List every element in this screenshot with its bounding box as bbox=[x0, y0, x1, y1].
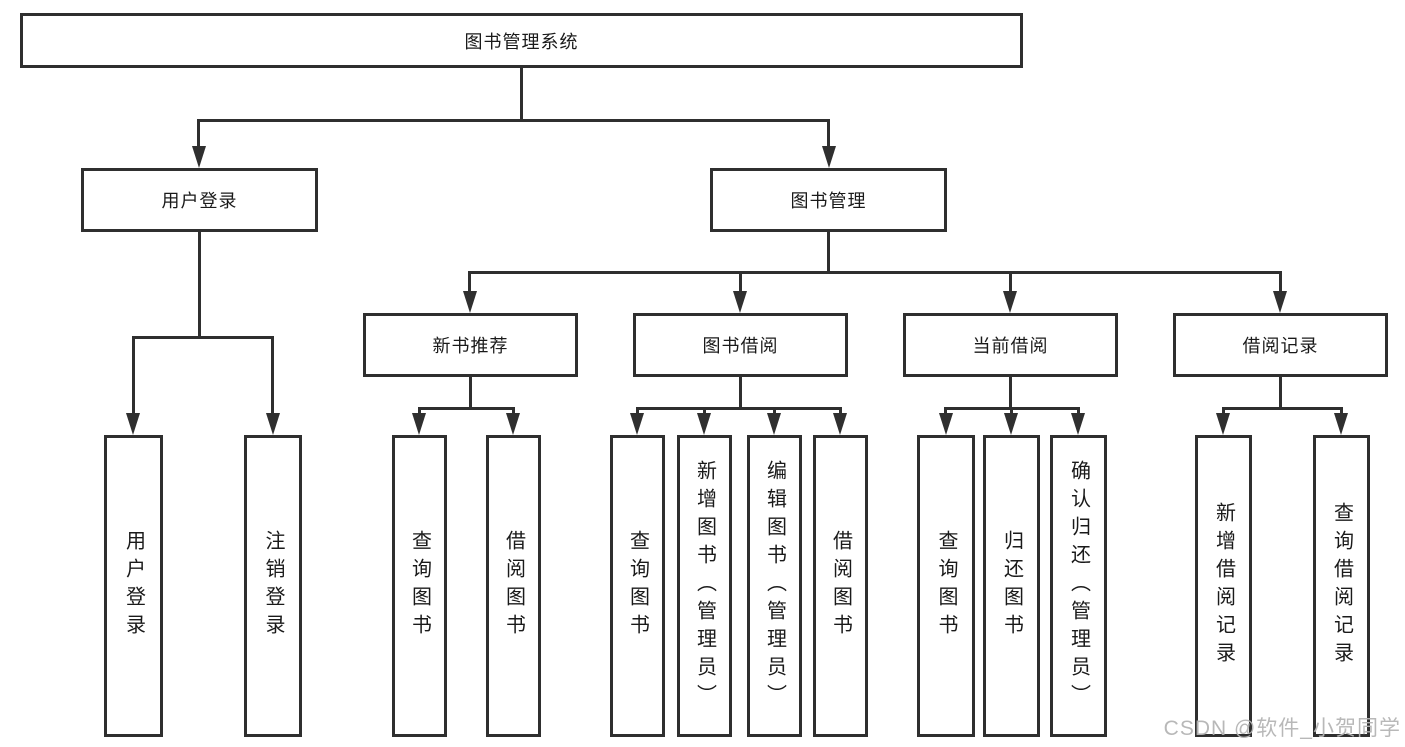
connector-line bbox=[1009, 271, 1012, 295]
leaf-records-add-record: 新增借阅记录 bbox=[1195, 435, 1252, 737]
csdn-watermark: CSDN @软件_小贺同学 bbox=[1163, 717, 1401, 740]
connector-line bbox=[636, 407, 639, 417]
node-current-borrowing: 当前借阅 bbox=[903, 313, 1118, 377]
node-book-borrowing-label: 图书借阅 bbox=[702, 336, 779, 356]
node-user-login: 用户登录 bbox=[81, 168, 318, 232]
arrowhead-down-icon bbox=[630, 413, 644, 435]
leaf-recommend-query-books-label: 查询图书 bbox=[408, 530, 431, 642]
arrowhead-down-icon bbox=[822, 146, 836, 168]
connector-line bbox=[1279, 377, 1282, 410]
arrowhead-down-icon bbox=[1004, 413, 1018, 435]
node-book-management-label: 图书管理 bbox=[790, 191, 867, 211]
connector-line bbox=[739, 377, 742, 410]
leaf-user-login-label: 用户登录 bbox=[122, 530, 145, 642]
connector-line bbox=[773, 407, 776, 417]
leaf-recommend-borrow-books: 借阅图书 bbox=[486, 435, 541, 737]
arrowhead-down-icon bbox=[1216, 413, 1230, 435]
leaf-borrow-query-books: 查询图书 bbox=[610, 435, 665, 737]
node-new-book-recommend-label: 新书推荐 bbox=[432, 336, 509, 356]
arrowhead-down-icon bbox=[1273, 291, 1287, 313]
connector-line bbox=[703, 407, 706, 417]
node-root-label: 图书管理系统 bbox=[464, 31, 579, 52]
leaf-borrow-add-books-admin: 新增图书（管理员） bbox=[677, 435, 732, 737]
leaf-recommend-borrow-books-label: 借阅图书 bbox=[502, 530, 525, 642]
connector-line bbox=[197, 119, 830, 122]
leaf-borrow-edit-books-admin-label: 编辑图书（管理员） bbox=[763, 460, 786, 712]
node-user-login-label: 用户登录 bbox=[161, 191, 238, 211]
leaf-borrow-query-books-label: 查询图书 bbox=[626, 530, 649, 642]
leaf-current-query-books-label: 查询图书 bbox=[935, 530, 957, 642]
leaf-borrow-edit-books-admin: 编辑图书（管理员） bbox=[747, 435, 802, 737]
arrowhead-down-icon bbox=[733, 291, 747, 313]
leaf-current-return-books-label: 归还图书 bbox=[1000, 530, 1023, 642]
arrowhead-down-icon bbox=[1003, 291, 1017, 313]
connector-line bbox=[418, 407, 515, 410]
arrowhead-down-icon bbox=[833, 413, 847, 435]
connector-line bbox=[1010, 407, 1013, 417]
connector-line bbox=[839, 407, 842, 417]
arrowhead-down-icon bbox=[697, 413, 711, 435]
connector-line bbox=[197, 119, 200, 149]
connector-line bbox=[739, 271, 742, 295]
arrowhead-down-icon bbox=[126, 413, 140, 435]
connector-line bbox=[468, 271, 471, 295]
node-borrow-records: 借阅记录 bbox=[1173, 313, 1388, 377]
leaf-user-login: 用户登录 bbox=[104, 435, 163, 737]
leaf-recommend-query-books: 查询图书 bbox=[392, 435, 447, 737]
connector-line bbox=[827, 119, 830, 149]
node-current-borrowing-label: 当前借阅 bbox=[972, 336, 1049, 356]
connector-line bbox=[271, 336, 274, 416]
leaf-borrow-borrow-books: 借阅图书 bbox=[813, 435, 868, 737]
leaf-records-query-record-label: 查询借阅记录 bbox=[1330, 502, 1353, 670]
leaf-borrow-add-books-admin-label: 新增图书（管理员） bbox=[693, 460, 716, 712]
leaf-logout: 注销登录 bbox=[244, 435, 302, 737]
arrowhead-down-icon bbox=[412, 413, 426, 435]
leaf-logout-label: 注销登录 bbox=[262, 530, 284, 642]
arrowhead-down-icon bbox=[1071, 413, 1085, 435]
leaf-records-query-record: 查询借阅记录 bbox=[1313, 435, 1370, 737]
leaf-current-confirm-return-admin-label: 确认归还（管理员） bbox=[1067, 460, 1090, 712]
arrowhead-down-icon bbox=[939, 413, 953, 435]
connector-line bbox=[132, 336, 274, 339]
connector-line bbox=[132, 336, 135, 416]
arrowhead-down-icon bbox=[192, 146, 206, 168]
connector-line bbox=[944, 407, 947, 417]
connector-line bbox=[1077, 407, 1080, 417]
arrowhead-down-icon bbox=[506, 413, 520, 435]
leaf-current-return-books: 归还图书 bbox=[983, 435, 1040, 737]
connector-line bbox=[1340, 407, 1343, 417]
leaf-current-query-books: 查询图书 bbox=[917, 435, 975, 737]
connector-line bbox=[1222, 407, 1225, 417]
node-root-system: 图书管理系统 bbox=[20, 13, 1023, 68]
node-new-book-recommend: 新书推荐 bbox=[363, 313, 578, 377]
leaf-current-confirm-return-admin: 确认归还（管理员） bbox=[1050, 435, 1107, 737]
connector-line bbox=[198, 232, 201, 339]
arrowhead-down-icon bbox=[463, 291, 477, 313]
connector-line bbox=[636, 407, 842, 410]
connector-line bbox=[1279, 271, 1282, 295]
connector-line bbox=[1222, 407, 1343, 410]
connector-line bbox=[520, 68, 523, 121]
arrowhead-down-icon bbox=[266, 413, 280, 435]
leaf-borrow-borrow-books-label: 借阅图书 bbox=[829, 530, 852, 642]
node-book-borrowing: 图书借阅 bbox=[633, 313, 848, 377]
connector-line bbox=[1009, 377, 1012, 410]
connector-line bbox=[468, 271, 1282, 274]
connector-line bbox=[469, 377, 472, 410]
arrowhead-down-icon bbox=[1334, 413, 1348, 435]
connector-line bbox=[418, 407, 421, 417]
arrowhead-down-icon bbox=[767, 413, 781, 435]
connector-line bbox=[827, 232, 830, 273]
node-borrow-records-label: 借阅记录 bbox=[1242, 336, 1319, 356]
node-book-management: 图书管理 bbox=[710, 168, 947, 232]
leaf-records-add-record-label: 新增借阅记录 bbox=[1212, 502, 1235, 670]
connector-line bbox=[512, 407, 515, 417]
